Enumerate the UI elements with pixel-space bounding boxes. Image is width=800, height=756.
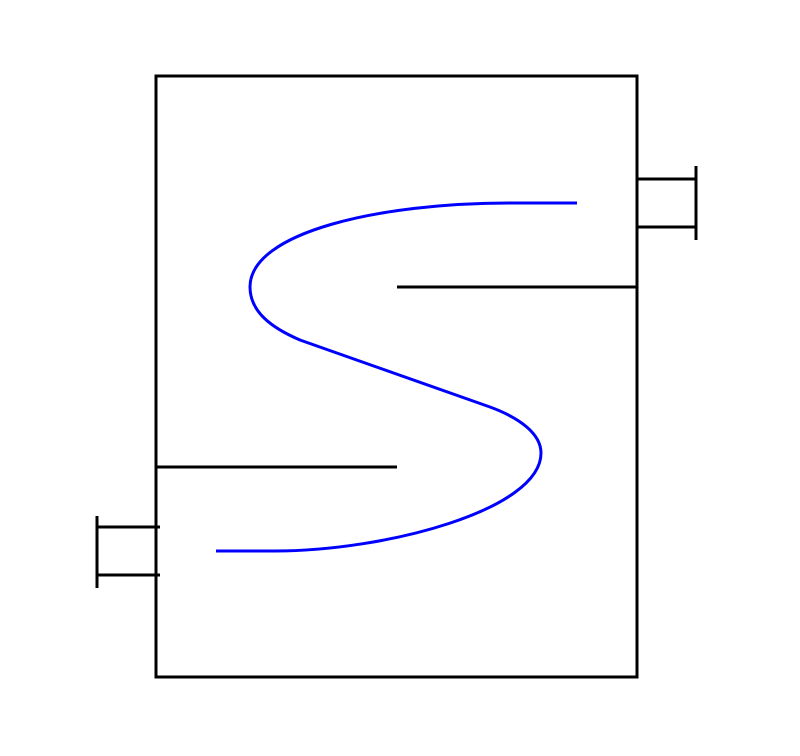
left-nozzle [95, 516, 160, 588]
tank-vessel [154, 74, 639, 679]
s-shaped-flow-path [216, 201, 577, 553]
right-nozzle [637, 166, 698, 240]
